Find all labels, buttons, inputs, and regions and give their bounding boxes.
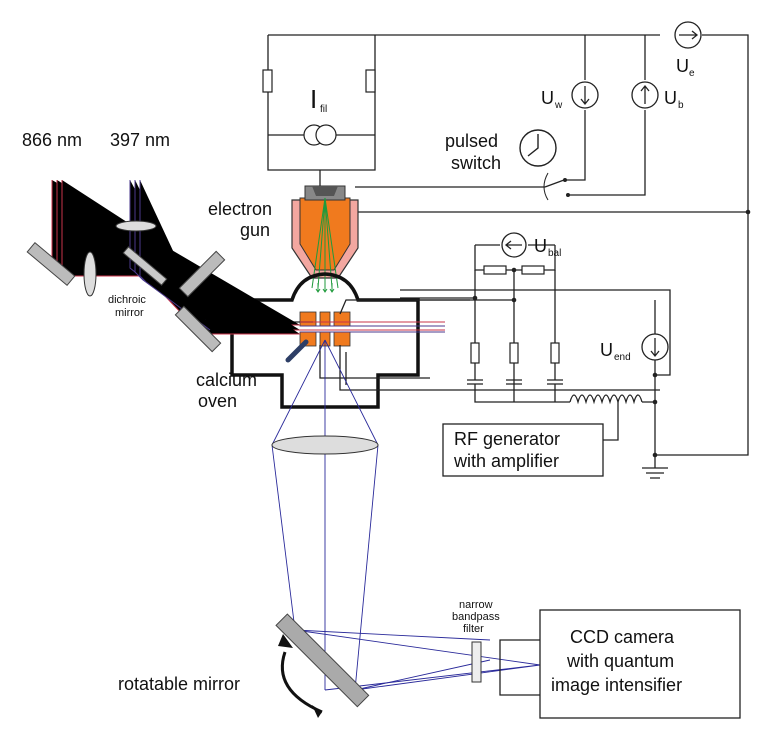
ubal-subscript: bal [548,248,561,259]
ccd-label-3: image intensifier [551,675,682,695]
calcium-oven [285,339,309,363]
resistor [262,69,273,93]
rf-generator-box [442,423,604,477]
electron-gun-label-2: gun [240,220,270,240]
filter-label-1: narrow [459,599,493,611]
ccd-label-2: with quantum [566,651,674,671]
bandpass-filter [471,641,482,683]
rotatable-mirror-label: rotatable mirror [118,674,240,694]
dichroic-label-2: mirror [115,307,144,319]
rotatable-mirror [275,613,370,708]
filter-label-2: bandpass [452,611,500,623]
mirror [26,241,76,287]
ccd-camera-box [539,609,741,719]
ub-symbol: U [664,88,677,108]
ub-subscript: b [678,100,684,111]
rotate-arrow-icon [280,651,323,714]
calcium-label-1: calcium [196,370,257,390]
dichroic-mirror [122,246,168,286]
pulsed-label-2: switch [451,153,501,173]
vacuum-chamber [230,272,420,409]
ifil-subscript: fil [320,104,327,115]
ue-subscript: e [689,68,695,79]
lens [83,251,97,297]
uw-subscript: w [554,100,563,111]
ubal-symbol: U [534,236,547,256]
rf-label-1: RF generator [454,429,560,449]
rf-circuit [400,232,671,479]
mirror [178,250,226,298]
electron-gun [291,185,359,293]
pulsed-label-1: pulsed [445,131,498,151]
uend-symbol: U [600,340,613,360]
wavelength-866-label: 866 nm [22,130,82,150]
dichroic-label-1: dichroic [108,294,146,306]
inductor-icon [569,394,643,405]
imaging-lens [271,435,379,455]
filter-label-3: filter [463,623,484,635]
ccd-label-1: CCD camera [570,627,675,647]
switch-icon [355,172,570,201]
ifil-symbol: I [310,84,317,114]
ue-symbol: U [676,56,689,76]
lens [115,220,157,232]
mirror [174,305,222,353]
uend-subscript: end [614,352,631,363]
filament-circuit [262,34,749,456]
ground-icon [642,455,668,479]
resistor [365,69,376,93]
calcium-label-2: oven [198,391,237,411]
current-source-icon [315,124,337,146]
wavelength-397-label: 397 nm [110,130,170,150]
imaging-beams [271,339,541,691]
rf-label-2: with amplifier [453,451,559,471]
laser-866-beams [51,180,445,335]
electron-gun-label-1: electron [208,199,272,219]
uw-symbol: U [541,88,554,108]
